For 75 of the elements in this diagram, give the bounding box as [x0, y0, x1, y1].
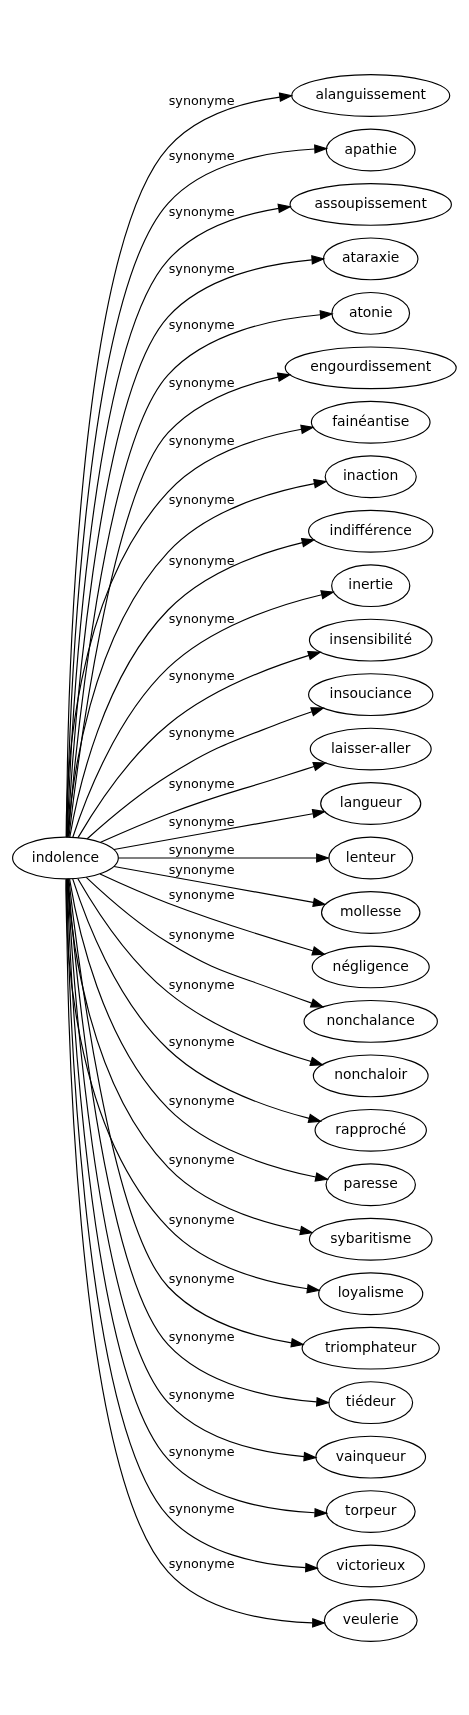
node-ellipse: fainéantise [310, 400, 431, 444]
node-ellipse: indifférence [308, 509, 434, 553]
arrow [65, 878, 321, 1293]
arrow [113, 865, 327, 907]
edge-label: synonyme [168, 552, 235, 568]
arrow [72, 877, 323, 1123]
edge-label: synonyme [168, 610, 235, 626]
edge-label: synonyme [168, 260, 235, 276]
edge-label: synonyme [168, 1386, 235, 1402]
edge-label: synonyme [168, 667, 235, 683]
node-ellipse: tiédeur [328, 1380, 414, 1424]
node-ellipse: rapproché [314, 1108, 427, 1152]
node-ellipse: loyalisme [318, 1271, 424, 1315]
edge-label: synonyme [168, 841, 235, 857]
node-ellipse: apathie [325, 128, 416, 171]
edge-label: synonyme [168, 1151, 235, 1167]
arrow [66, 91, 294, 838]
arrow [77, 877, 324, 1066]
edge-label: synonyme [168, 203, 235, 219]
node-ellipse: nonchaloir [312, 1053, 429, 1097]
edge-label: synonyme [168, 1500, 235, 1515]
node-ellipse: mollesse [320, 890, 421, 934]
arrow [85, 876, 325, 1008]
edge-label: synonyme [168, 886, 235, 902]
node-ellipse: lenteur [328, 836, 414, 879]
node-ellipse: atonie [331, 291, 411, 335]
arrow [117, 852, 331, 863]
node-ellipse: paresse [325, 1162, 416, 1206]
node-ellipse: sybaritisme [308, 1217, 433, 1261]
node-ellipse: indolence [12, 836, 119, 879]
node-ellipse: victorieux [316, 1544, 425, 1587]
edge-label: synonyme [168, 1555, 235, 1571]
edge-label: synonyme [168, 1328, 235, 1344]
arrow [69, 878, 330, 1182]
edge-label: synonyme [168, 147, 235, 163]
arrow [66, 143, 329, 838]
node-ellipse: alanguissement [291, 73, 451, 117]
edge-label: synonyme [168, 491, 235, 507]
edge-label: synonyme [168, 926, 235, 942]
node-ellipse: veulerie [323, 1598, 418, 1642]
arrow [68, 877, 305, 1348]
arrow [100, 761, 327, 843]
edge-label: synonyme [168, 92, 235, 108]
edge-label: synonyme [168, 1443, 235, 1459]
node-ellipse: torpeur [325, 1489, 416, 1533]
node-ellipse: engourdissement [284, 345, 457, 389]
node-ellipse: langueur [320, 781, 422, 825]
edge-label: synonyme [168, 1033, 235, 1048]
edge-label: synonyme [168, 1211, 235, 1227]
edge-label: synonyme [168, 861, 235, 877]
arrow [67, 478, 328, 837]
edge-label: synonyme [168, 976, 235, 992]
edge-label: synonyme [168, 813, 235, 829]
node-ellipse: assoupissement [289, 182, 452, 226]
edge-label: synonyme [168, 316, 235, 332]
arrow [68, 372, 292, 837]
node-ellipse: vainqueur [315, 1435, 427, 1479]
arrow [69, 537, 316, 838]
edge-label: synonyme [168, 1092, 235, 1108]
edge-label: synonyme [168, 724, 235, 740]
arrow [65, 424, 315, 838]
arrow [66, 203, 292, 838]
node-ellipse: inertie [331, 563, 411, 607]
arrow [86, 706, 325, 839]
node-ellipse: triomphateur [301, 1326, 440, 1370]
arrow [113, 808, 327, 850]
arrow [72, 589, 335, 838]
node-ellipse: inaction [324, 454, 417, 498]
node-ellipse: ataraxie [322, 236, 419, 280]
arrow [77, 650, 322, 838]
edge-label: synonyme [168, 374, 235, 390]
edge-label: synonyme [168, 775, 235, 791]
arrow [99, 872, 326, 955]
edge-label: synonyme [168, 1270, 235, 1286]
edge-label: synonyme [168, 432, 235, 448]
